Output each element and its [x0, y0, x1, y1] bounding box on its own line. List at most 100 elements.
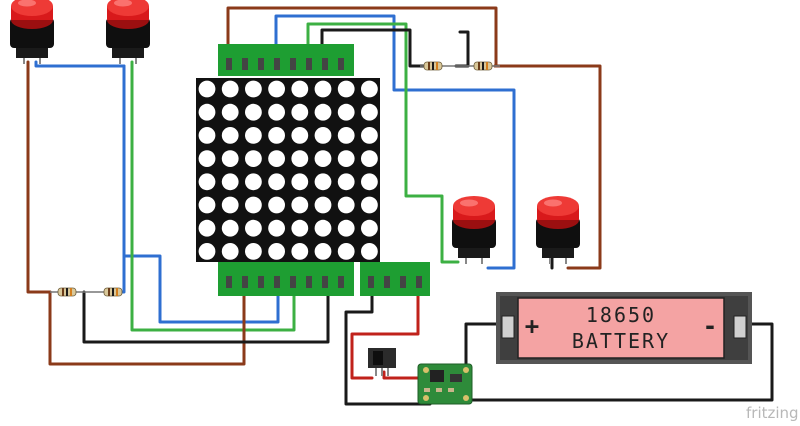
- header-pin: [400, 276, 406, 288]
- wire-brown-button1: [26, 60, 52, 294]
- wire-red-small-header: [350, 282, 420, 380]
- header-pin: [226, 276, 232, 288]
- header-pin: [384, 276, 390, 288]
- led-dot: [221, 103, 239, 121]
- led-dot: [361, 196, 378, 214]
- header-pin: [416, 276, 422, 288]
- led-dot: [337, 103, 355, 121]
- led-dot: [245, 219, 262, 237]
- led-dot: [291, 150, 309, 168]
- wire-red-switch: [382, 370, 420, 380]
- led-dot: [198, 80, 216, 98]
- led-dot: [314, 103, 332, 121]
- header-pin: [306, 58, 312, 70]
- header-pin: [226, 58, 232, 70]
- wire-black-battery-plus: [464, 322, 508, 380]
- led-dot: [314, 243, 332, 260]
- battery-plus-sign: +: [525, 312, 539, 340]
- led-dot: [361, 80, 378, 98]
- led-dot: [198, 150, 216, 168]
- wire-green-top: [306, 22, 460, 264]
- led-dot: [337, 80, 355, 98]
- header-bottom: [218, 260, 354, 296]
- header-pin: [306, 276, 312, 288]
- wire-blue-button1: [34, 60, 280, 324]
- led-dot: [221, 150, 239, 168]
- led-dot: [361, 243, 378, 260]
- led-dot: [221, 196, 239, 214]
- led-dot: [268, 196, 285, 214]
- led-dot: [221, 243, 239, 260]
- header-small: [360, 262, 430, 296]
- wire-blue-button2: [110, 64, 126, 294]
- header-pin: [242, 276, 248, 288]
- led-dot: [291, 126, 309, 144]
- led-dot: [337, 126, 355, 144]
- led-dot: [245, 80, 262, 98]
- led-dot: [361, 219, 378, 237]
- header-pin: [258, 276, 264, 288]
- led-dot: [245, 173, 262, 191]
- led-dot: [291, 103, 309, 121]
- battery-minus-sign: -: [703, 312, 717, 340]
- wire-black-top-resistor: [454, 30, 470, 68]
- led-dot: [198, 219, 216, 237]
- led-dot: [221, 126, 239, 144]
- led-dot: [337, 173, 355, 191]
- led-dot: [198, 126, 216, 144]
- led-dot: [337, 243, 355, 260]
- wire-black-top: [320, 28, 430, 68]
- led-dot: [245, 150, 262, 168]
- led-dot: [291, 243, 309, 260]
- led-dot: [268, 173, 285, 191]
- led-dot: [245, 103, 262, 121]
- battery-label-line1: 18650: [586, 303, 656, 327]
- led-dot: [314, 80, 332, 98]
- wire-brown-right: [493, 64, 602, 270]
- battery-label-line2: BATTERY: [572, 329, 670, 353]
- header-pin: [242, 58, 248, 70]
- led-dot: [268, 103, 285, 121]
- led-dot: [198, 103, 216, 121]
- header-pin: [322, 58, 328, 70]
- led-dot: [314, 126, 332, 144]
- led-dot: [337, 150, 355, 168]
- header-pin: [290, 276, 296, 288]
- led-dot: [268, 80, 285, 98]
- wire-brown-lower-resistor: [48, 282, 246, 366]
- led-dot: [221, 173, 239, 191]
- led-dot: [314, 150, 332, 168]
- boost-converter-module: [417, 363, 473, 405]
- led-dot: [291, 173, 309, 191]
- wire-black-battery-minus: [468, 322, 774, 402]
- led-dot: [245, 243, 262, 260]
- slide-switch: [368, 348, 396, 376]
- led-dot: [361, 173, 378, 191]
- led-dot: [291, 219, 309, 237]
- led-dot: [314, 219, 332, 237]
- wire-black-lower-resistor: [82, 282, 330, 344]
- header-pin: [338, 276, 344, 288]
- led-dot: [337, 219, 355, 237]
- led-dot: [314, 196, 332, 214]
- led-dot: [291, 80, 309, 98]
- led-dot: [268, 150, 285, 168]
- resistor-upper-right: [420, 61, 500, 71]
- header-pin: [274, 276, 280, 288]
- push-button-right-2: [536, 196, 580, 264]
- wire-green-button2: [130, 60, 296, 332]
- push-button-right-1: [452, 196, 496, 264]
- header-pin: [290, 58, 296, 70]
- led-dot: [198, 196, 216, 214]
- led-dot: [268, 219, 285, 237]
- header-pin: [274, 58, 280, 70]
- led-dot: [361, 126, 378, 144]
- led-dot: [245, 196, 262, 214]
- led-dot: [221, 219, 239, 237]
- led-dot: [291, 196, 309, 214]
- battery-18650: 18650 BATTERY + -: [496, 292, 752, 364]
- led-dot: [361, 150, 378, 168]
- led-dot: [198, 173, 216, 191]
- push-button-top-left-2: [106, 0, 150, 64]
